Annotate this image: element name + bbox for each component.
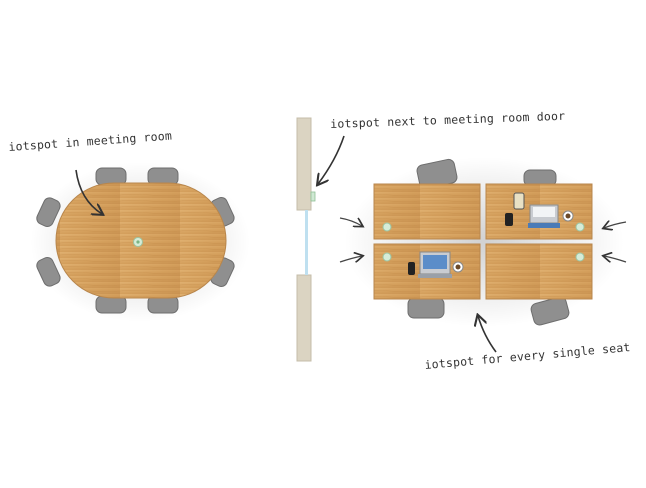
laptop-icon (528, 204, 560, 228)
meeting-room-table-group (30, 162, 250, 322)
arrow-icon (604, 256, 627, 262)
arrow-icon (318, 135, 345, 184)
chair (36, 167, 235, 314)
desk-cluster (339, 157, 627, 353)
laptop-icon (418, 251, 452, 278)
sensor-icon (382, 252, 392, 262)
arrow-icon (339, 217, 362, 226)
phone-icon (513, 192, 525, 210)
sensor-icon (382, 222, 392, 232)
arrow-icon (75, 169, 102, 214)
phone-icon (505, 213, 513, 226)
door-glass (305, 210, 308, 275)
chair (530, 296, 570, 326)
desk (373, 183, 481, 240)
wall (296, 117, 345, 362)
sensor-icon (575, 222, 585, 232)
phone-icon (408, 262, 415, 275)
arrow-icon (604, 222, 627, 228)
chair (407, 297, 445, 319)
arrow-icon (339, 256, 362, 262)
desk (485, 243, 593, 300)
sensor-icon (575, 252, 585, 262)
arrow-icon (478, 316, 497, 353)
sensor-icon (310, 191, 316, 202)
